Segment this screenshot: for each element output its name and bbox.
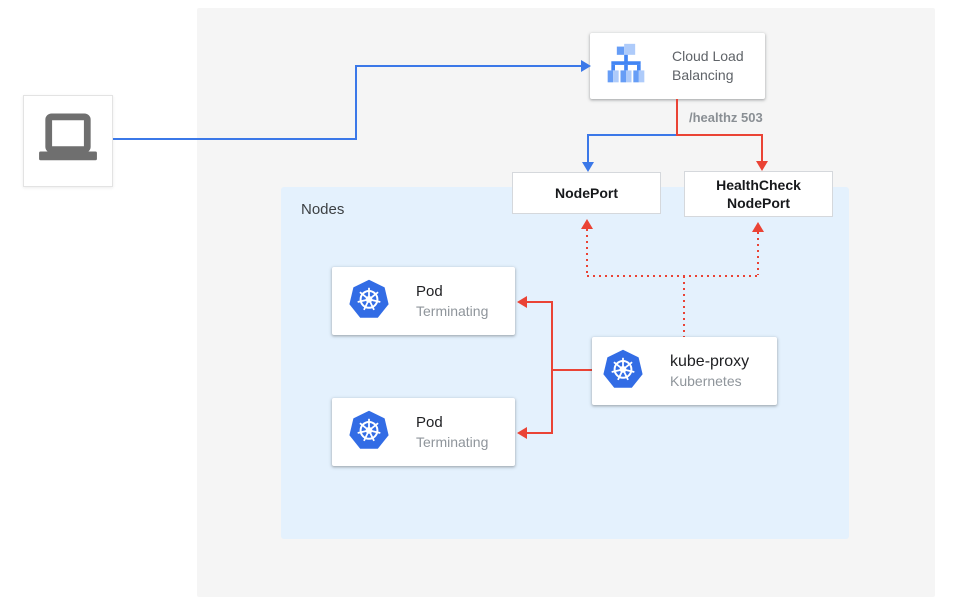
cloud-load-balancing-node: Cloud Load Balancing xyxy=(590,33,765,99)
nodes-group-label: Nodes xyxy=(301,201,345,218)
dotted-split-h xyxy=(587,275,759,277)
laptop-icon xyxy=(37,112,99,171)
nodeport-node: NodePort xyxy=(512,172,661,214)
dotted-kubeproxy-up xyxy=(683,276,685,337)
healthcheck-nodeport-node: HealthCheck NodePort xyxy=(684,171,833,217)
cloud-load-balancing-icon xyxy=(604,42,648,91)
kube-proxy-title: kube-proxy xyxy=(670,352,750,370)
healthcheck-nodeport-label: HealthCheck NodePort xyxy=(716,177,801,211)
connector-client-clb-h1 xyxy=(113,138,357,140)
pod2-status: Terminating xyxy=(416,433,489,450)
arrowhead-up-hc-nodeport xyxy=(752,222,764,232)
pod-terminating-node-2: Pod Terminating xyxy=(332,398,515,466)
connector-kubeproxy-out xyxy=(553,369,593,371)
client-laptop-node xyxy=(23,95,113,187)
connector-to-pod1 xyxy=(527,301,553,303)
pod2-text: Pod Terminating xyxy=(416,413,488,452)
arrowhead-up-nodeport xyxy=(581,219,593,229)
arrowhead-into-clb xyxy=(581,60,591,72)
kube-proxy-subtitle: Kubernetes xyxy=(670,372,742,389)
connector-clb-hc-v2 xyxy=(761,134,763,162)
pod1-text: Pod Terminating xyxy=(416,282,488,321)
healthz-503-annotation: /healthz 503 xyxy=(689,110,763,125)
pod2-title: Pod xyxy=(416,413,443,431)
kube-proxy-node: kube-proxy Kubernetes xyxy=(592,337,777,405)
connector-pods-trunk xyxy=(551,301,553,434)
kubernetes-icon xyxy=(603,349,643,394)
kubernetes-icon xyxy=(349,279,389,324)
connector-client-clb-v xyxy=(355,65,357,140)
connector-clb-hc-v1 xyxy=(676,99,678,136)
connector-clb-nodeport-h xyxy=(587,134,678,136)
arrowhead-into-nodeport xyxy=(582,162,594,172)
arrowhead-into-pod2 xyxy=(517,427,527,439)
kubernetes-icon xyxy=(349,410,389,455)
connector-clb-nodeport-v xyxy=(587,134,589,163)
pod1-title: Pod xyxy=(416,282,443,300)
pod-terminating-node-1: Pod Terminating xyxy=(332,267,515,335)
cloud-load-balancing-label: Cloud Load Balancing xyxy=(672,48,744,83)
nodeport-label: NodePort xyxy=(555,185,618,201)
arrowhead-into-pod1 xyxy=(517,296,527,308)
dotted-to-hc-nodeport xyxy=(757,232,759,275)
connector-client-clb-h2 xyxy=(355,65,582,67)
kube-proxy-text: kube-proxy Kubernetes xyxy=(670,352,749,391)
dotted-to-nodeport xyxy=(586,229,588,275)
connector-clb-hc-h xyxy=(676,134,763,136)
pod1-status: Terminating xyxy=(416,302,489,319)
arrowhead-into-hc-nodeport xyxy=(756,161,768,171)
connector-to-pod2 xyxy=(527,432,553,434)
